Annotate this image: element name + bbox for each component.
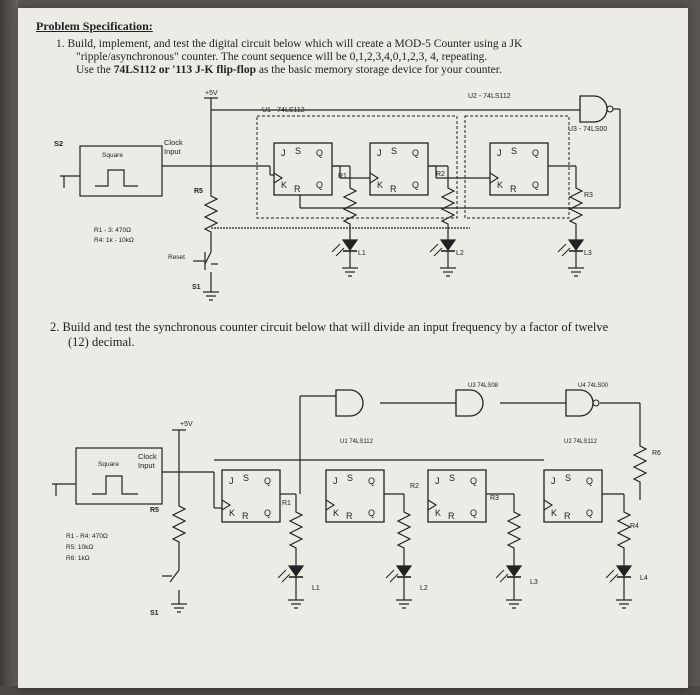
c2-r2-label: R2 — [410, 483, 419, 490]
circuit2-divide-by-12 — [52, 389, 647, 613]
svg-text:S: S — [511, 146, 517, 156]
c1-r1-label: R1 — [338, 173, 347, 180]
svg-text:K: K — [435, 508, 441, 518]
item1-line2: "ripple/asynchronous" counter. The count… — [76, 51, 488, 63]
svg-text:J: J — [377, 148, 382, 158]
c1-vcc: +5V — [205, 90, 218, 97]
c2-l4-label: L4 — [640, 575, 648, 582]
svg-text:Q: Q — [532, 148, 539, 158]
svg-text:K: K — [229, 508, 235, 518]
item2-line1: 2. Build and test the synchronous counte… — [50, 320, 609, 334]
c1-r5-label: R5 — [194, 188, 203, 195]
c2-u4-label: U4 74LS00 — [578, 383, 609, 389]
c2-values-line2: R5: 10kΩ — [66, 544, 93, 551]
svg-text:K: K — [281, 180, 287, 190]
c1-u3-label: U3 - 74LS00 — [568, 126, 607, 133]
svg-text:S: S — [449, 473, 455, 483]
c2-r4-label: R4 — [630, 523, 639, 530]
c1-l2-label: L2 — [456, 250, 464, 257]
svg-text:K: K — [377, 180, 383, 190]
svg-text:R: R — [448, 511, 455, 521]
svg-text:Q: Q — [264, 476, 271, 486]
c2-l2-label: L2 — [420, 585, 428, 592]
c2-s1-label: S1 — [150, 610, 159, 617]
svg-text:S: S — [347, 473, 353, 483]
svg-text:Q: Q — [412, 148, 419, 158]
svg-text:S: S — [391, 146, 397, 156]
c2-r5-label: R5 — [150, 507, 159, 514]
c2-values-line1: R1 - R4: 470Ω — [66, 533, 108, 540]
svg-text:S: S — [243, 473, 249, 483]
svg-text:J: J — [333, 476, 338, 486]
c1-s1-label: S1 — [192, 284, 201, 291]
svg-text:Q: Q — [586, 476, 593, 486]
c2-u1-label: U1 74LS112 — [340, 439, 374, 445]
svg-text:Q: Q — [368, 508, 375, 518]
c1-values-line1: R1 - 3: 470Ω — [94, 227, 131, 234]
svg-text:J: J — [497, 148, 502, 158]
svg-text:Q: Q — [532, 180, 539, 190]
worksheet-page — [18, 8, 688, 688]
svg-text:S: S — [295, 146, 301, 156]
item1-line1: 1. Build, implement, and test the digita… — [56, 38, 523, 50]
svg-text:K: K — [333, 508, 339, 518]
c1-s2-label: S2 — [54, 139, 63, 148]
svg-text:R: R — [294, 184, 301, 194]
svg-text:Q: Q — [412, 180, 419, 190]
c2-vcc: +5V — [180, 421, 193, 428]
photo-edge-left — [0, 0, 18, 695]
svg-text:Q: Q — [586, 508, 593, 518]
c1-l1-label: L1 — [358, 250, 366, 257]
svg-text:K: K — [497, 180, 503, 190]
c2-r6-label: R6 — [652, 450, 661, 457]
c2-u2-label: U2 74LS112 — [564, 439, 598, 445]
c2-l1-label: L1 — [312, 585, 320, 592]
svg-text:R: R — [242, 511, 249, 521]
c2-r1-label: R1 — [282, 500, 291, 507]
svg-text:R: R — [564, 511, 571, 521]
svg-text:Q: Q — [368, 476, 375, 486]
svg-text:Q: Q — [470, 476, 477, 486]
circuit1-mod5-counter — [60, 95, 621, 301]
svg-text:J: J — [551, 476, 556, 486]
c1-l3-label: L3 — [584, 250, 592, 257]
svg-text:Q: Q — [264, 508, 271, 518]
svg-text:R: R — [346, 511, 353, 521]
svg-text:R: R — [510, 184, 517, 194]
c2-u3-label: U3 74LS08 — [468, 383, 499, 389]
svg-text:J: J — [435, 476, 440, 486]
c2-values-line3: R6: 1kΩ — [66, 555, 90, 562]
svg-text:Q: Q — [316, 148, 323, 158]
c2-square-label: Square — [98, 461, 119, 468]
c2-r3-label: R3 — [490, 495, 499, 502]
c2-square-wave-source — [75, 447, 163, 505]
svg-text:S: S — [565, 473, 571, 483]
c2-l3-label: L3 — [530, 579, 538, 586]
c1-square-label: Square — [102, 152, 123, 159]
svg-text:R: R — [390, 184, 397, 194]
c1-reset-label: Reset — [168, 254, 185, 261]
item2-line2: (12) decimal. — [68, 335, 135, 349]
svg-text:Q: Q — [316, 180, 323, 190]
c1-u1-label: U1 - 74LS112 — [262, 107, 305, 114]
svg-text:J: J — [281, 148, 286, 158]
svg-text:Q: Q — [470, 508, 477, 518]
c1-values-line2: R4: 1k - 10kΩ — [94, 237, 134, 244]
item1-line3: Use the 74LS112 or '113 J-K flip-flop as… — [76, 64, 502, 76]
photo-edge-bottom — [0, 686, 700, 695]
c1-r3-label: R3 — [584, 192, 593, 199]
svg-text:K: K — [551, 508, 557, 518]
square-wave-source — [79, 145, 163, 197]
c1-r2-label: R2 — [436, 171, 445, 178]
problem-heading: Problem Specification: — [36, 19, 153, 33]
svg-text:J: J — [229, 476, 234, 486]
c1-u2-label: U2 - 74LS112 — [468, 93, 511, 100]
